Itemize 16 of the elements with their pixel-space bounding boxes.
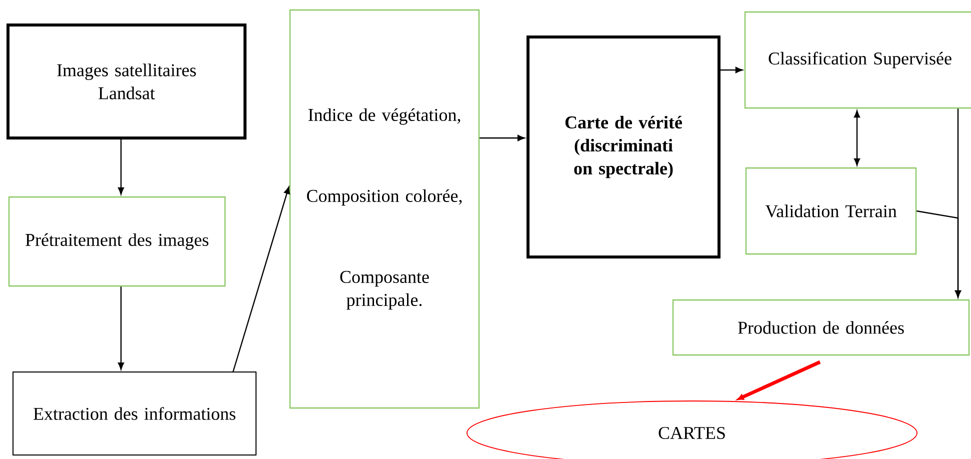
process-box: Images satellitaires Landsat bbox=[6, 24, 246, 140]
arrow bbox=[118, 140, 124, 195]
process-box: Prétraitement des images bbox=[8, 196, 226, 287]
arrow bbox=[480, 134, 525, 142]
process-box: Extraction des informations bbox=[12, 372, 256, 456]
process-box: Production de données bbox=[672, 299, 970, 356]
process-box: Classification Supervisée bbox=[744, 11, 971, 109]
process-box: Validation Terrain bbox=[745, 167, 917, 255]
arrow bbox=[916, 210, 962, 298]
arrow bbox=[118, 286, 124, 370]
process-box: Carte de vérité (discriminati on spectrale) bbox=[526, 36, 720, 258]
arrow bbox=[720, 66, 743, 74]
arrow bbox=[854, 110, 860, 166]
process-box: Indice de végétation, Composition colorée, Composante principale. bbox=[289, 9, 480, 409]
arrow bbox=[232, 186, 290, 372]
arrow bbox=[737, 360, 821, 400]
